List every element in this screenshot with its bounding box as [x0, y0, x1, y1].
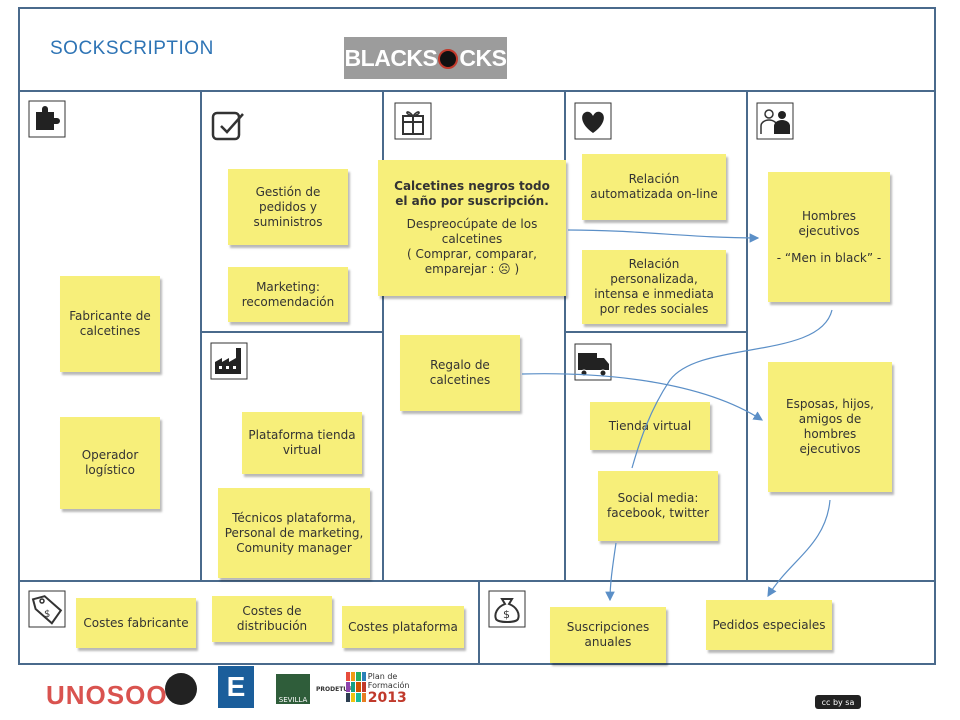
value-title: Calcetines negros todo el año por suscri… — [394, 179, 550, 208]
note-text: Pedidos especiales — [712, 617, 826, 632]
note-text: Relación personalizada, intensa e inmedi… — [594, 257, 714, 316]
no-sign-icon — [438, 49, 459, 69]
note-costes-distribucion: Costes de distribución — [212, 596, 332, 642]
note-relacion-personal: Relación personalizada, intensa e inmedi… — [582, 250, 726, 324]
puzzle-icon — [28, 100, 66, 138]
heart-icon — [574, 102, 612, 140]
note-text: Costes de distribución — [236, 604, 308, 633]
money-bag-icon: $ — [488, 590, 526, 628]
note-text: Social media: facebook, twitter — [606, 491, 710, 520]
page-title: SOCKSCRIPTION — [50, 38, 214, 59]
brand-text-2: CKS — [459, 44, 507, 71]
people-icon — [756, 102, 794, 140]
note-hombres: Hombres ejecutivos - “Men in black” - — [768, 172, 890, 302]
e-logo: E — [218, 666, 254, 708]
note-text-2: - “Men in black” - — [776, 250, 882, 265]
checkbox-icon — [210, 106, 248, 144]
plan-year: 2013 — [367, 690, 407, 706]
round-logo — [165, 673, 197, 705]
plan-formacion-logo: Plan de Formación 2013 — [346, 672, 434, 706]
price-tag-icon: $ — [28, 590, 66, 628]
note-text: Costes plataforma — [348, 619, 458, 634]
note-plataforma: Plataforma tienda virtual — [242, 412, 362, 474]
note-suscripciones: Suscripciones anuales — [550, 607, 666, 663]
note-text: Gestión de pedidos y suministros — [253, 184, 323, 229]
note-costes-fabricante: Costes fabricante — [76, 598, 196, 648]
note-tienda: Tienda virtual — [590, 402, 710, 450]
note-gestion: Gestión de pedidos y suministros — [228, 169, 348, 245]
value-detail: ( Comprar, comparar, emparejar : ☹ ) — [406, 247, 537, 276]
note-text: Tienda virtual — [608, 418, 692, 433]
brand-text-1: BLACKS — [344, 44, 438, 71]
note-text: Costes fabricante — [83, 615, 189, 630]
note-costes-plataforma: Costes plataforma — [342, 606, 464, 648]
note-text: Técnicos plataforma, Personal de marketi… — [224, 510, 364, 555]
svg-text:$: $ — [503, 608, 510, 621]
sevilla-logo: SEVILLA — [276, 674, 310, 704]
note-text: Marketing: recomendación — [241, 279, 335, 309]
note-relacion-auto: Relación automatizada on-line — [582, 154, 726, 220]
note-text: Esposas, hijos, amigos de hombres ejecut… — [786, 397, 874, 456]
note-fabricante: Fabricante de calcetines — [60, 276, 160, 372]
value-body: Despreocúpate de los calcetines — [406, 217, 538, 246]
note-social: Social media: facebook, twitter — [598, 471, 718, 541]
blacksocks-logo: BLACKS CKS — [344, 37, 507, 79]
plan-title: Plan de Formación — [367, 672, 410, 690]
svg-text:$: $ — [44, 609, 50, 620]
factory-icon — [210, 342, 248, 380]
truck-icon — [574, 343, 612, 381]
note-pedidos: Pedidos especiales — [706, 600, 832, 650]
prodetur-logo: PRODETUR — [316, 686, 353, 693]
note-text: Operador logístico — [81, 448, 139, 477]
note-text: Plataforma tienda virtual — [248, 428, 356, 457]
note-regalo: Regalo de calcetines — [400, 335, 520, 411]
note-marketing: Marketing: recomendación — [228, 267, 348, 322]
segments-block — [746, 90, 936, 582]
note-text: Fabricante de calcetines — [69, 309, 151, 338]
gift-icon — [394, 102, 432, 140]
creative-commons-icon: cc by sa — [815, 695, 861, 709]
note-operador: Operador logístico — [60, 417, 160, 509]
note-value-main: Calcetines negros todo el año por suscri… — [378, 160, 566, 296]
note-text: Relación automatizada on-line — [590, 172, 718, 201]
note-text: Suscripciones anuales — [566, 620, 650, 649]
note-text: Hombres ejecutivos — [798, 208, 860, 238]
unosoo-logo: UNOSOO — [46, 680, 168, 710]
note-esposas: Esposas, hijos, amigos de hombres ejecut… — [768, 362, 892, 492]
note-text: Regalo de calcetines — [429, 358, 491, 387]
note-tecnicos: Técnicos plataforma, Personal de marketi… — [218, 488, 370, 578]
sevilla-text: SEVILLA — [278, 696, 308, 704]
